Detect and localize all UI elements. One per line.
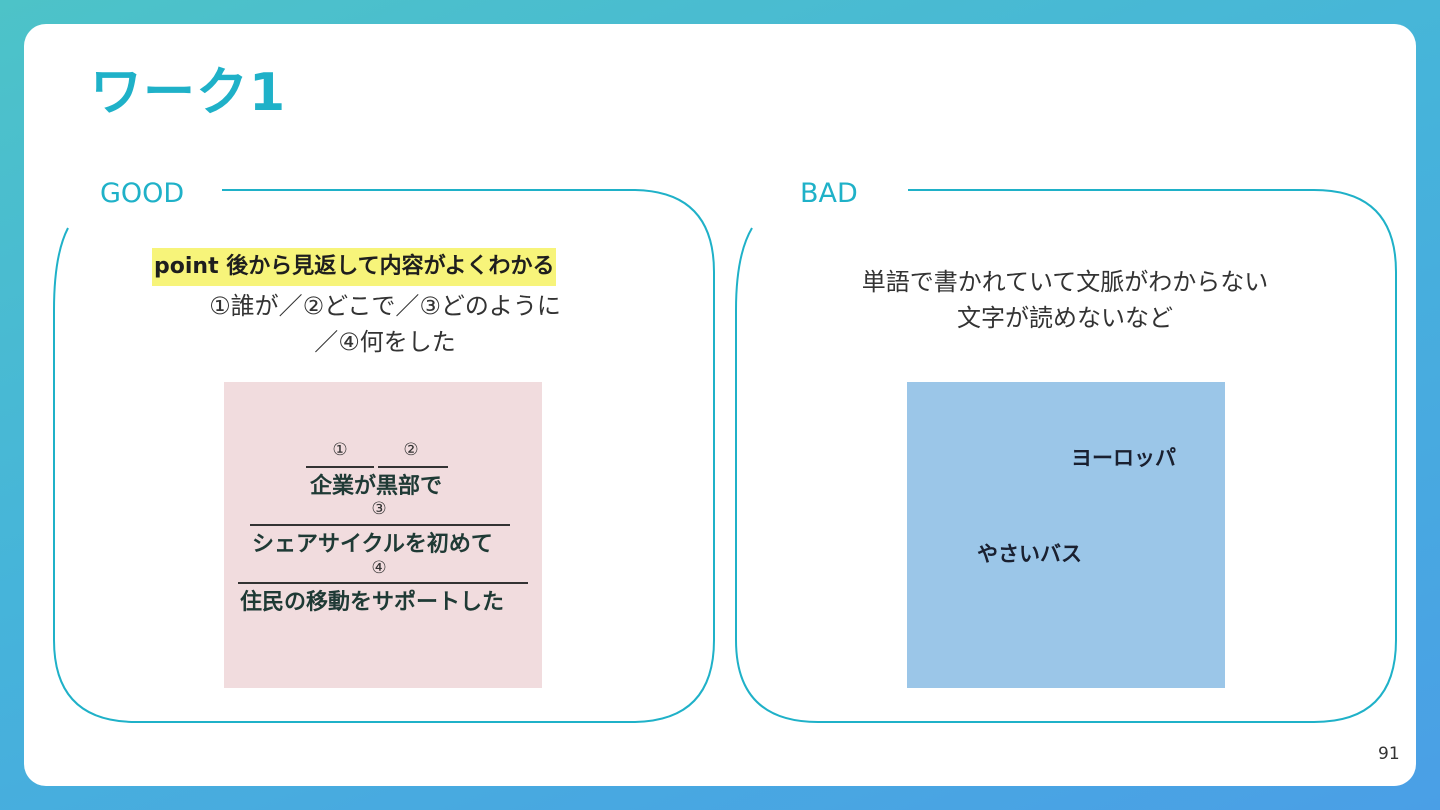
point-highlight: point 後から見返して内容がよくわかる [152,248,557,286]
good-example-card: ① ② 企業が黒部で ③ シェアサイクルを初めて ④ 住民の移動をサポートした [224,382,542,688]
good-description-line: ／④何をした [314,328,456,356]
underline-3 [250,524,510,526]
good-description-line: ①誰が／②どこで／③どのように [209,292,561,320]
good-description: ①誰が／②どこで／③どのように ／④何をした [160,288,610,360]
marker-4: ④ [371,558,387,578]
underline-4 [238,582,528,584]
marker-2: ② [403,440,419,460]
bad-label: BAD [800,178,858,209]
bad-word-yasai-bus: やさいバス [977,542,1082,566]
good-label: GOOD [100,178,185,209]
bad-description-line: 文字が読めないなど [957,304,1173,332]
bad-description: 単語で書かれていて文脈がわからない 文字が読めないなど [820,264,1310,336]
bad-example-card: ヨーロッパ やさいバス [907,382,1225,688]
underline-2 [378,466,448,468]
underline-1 [306,466,374,468]
marker-1: ① [332,440,348,460]
bad-description-line: 単語で書かれていて文脈がわからない [861,268,1269,296]
slide-title: ワーク1 [90,63,287,123]
example-line-1: 企業が黒部で [310,474,443,499]
bad-word-europe: ヨーロッパ [1071,446,1176,470]
marker-3: ③ [371,499,387,519]
example-line-2: シェアサイクルを初めて [252,532,493,557]
example-line-3: 住民の移動をサポートした [240,590,505,615]
bad-panel-outline [735,189,1397,723]
page-number: 91 [1378,744,1400,764]
good-panel-outline [53,189,715,723]
